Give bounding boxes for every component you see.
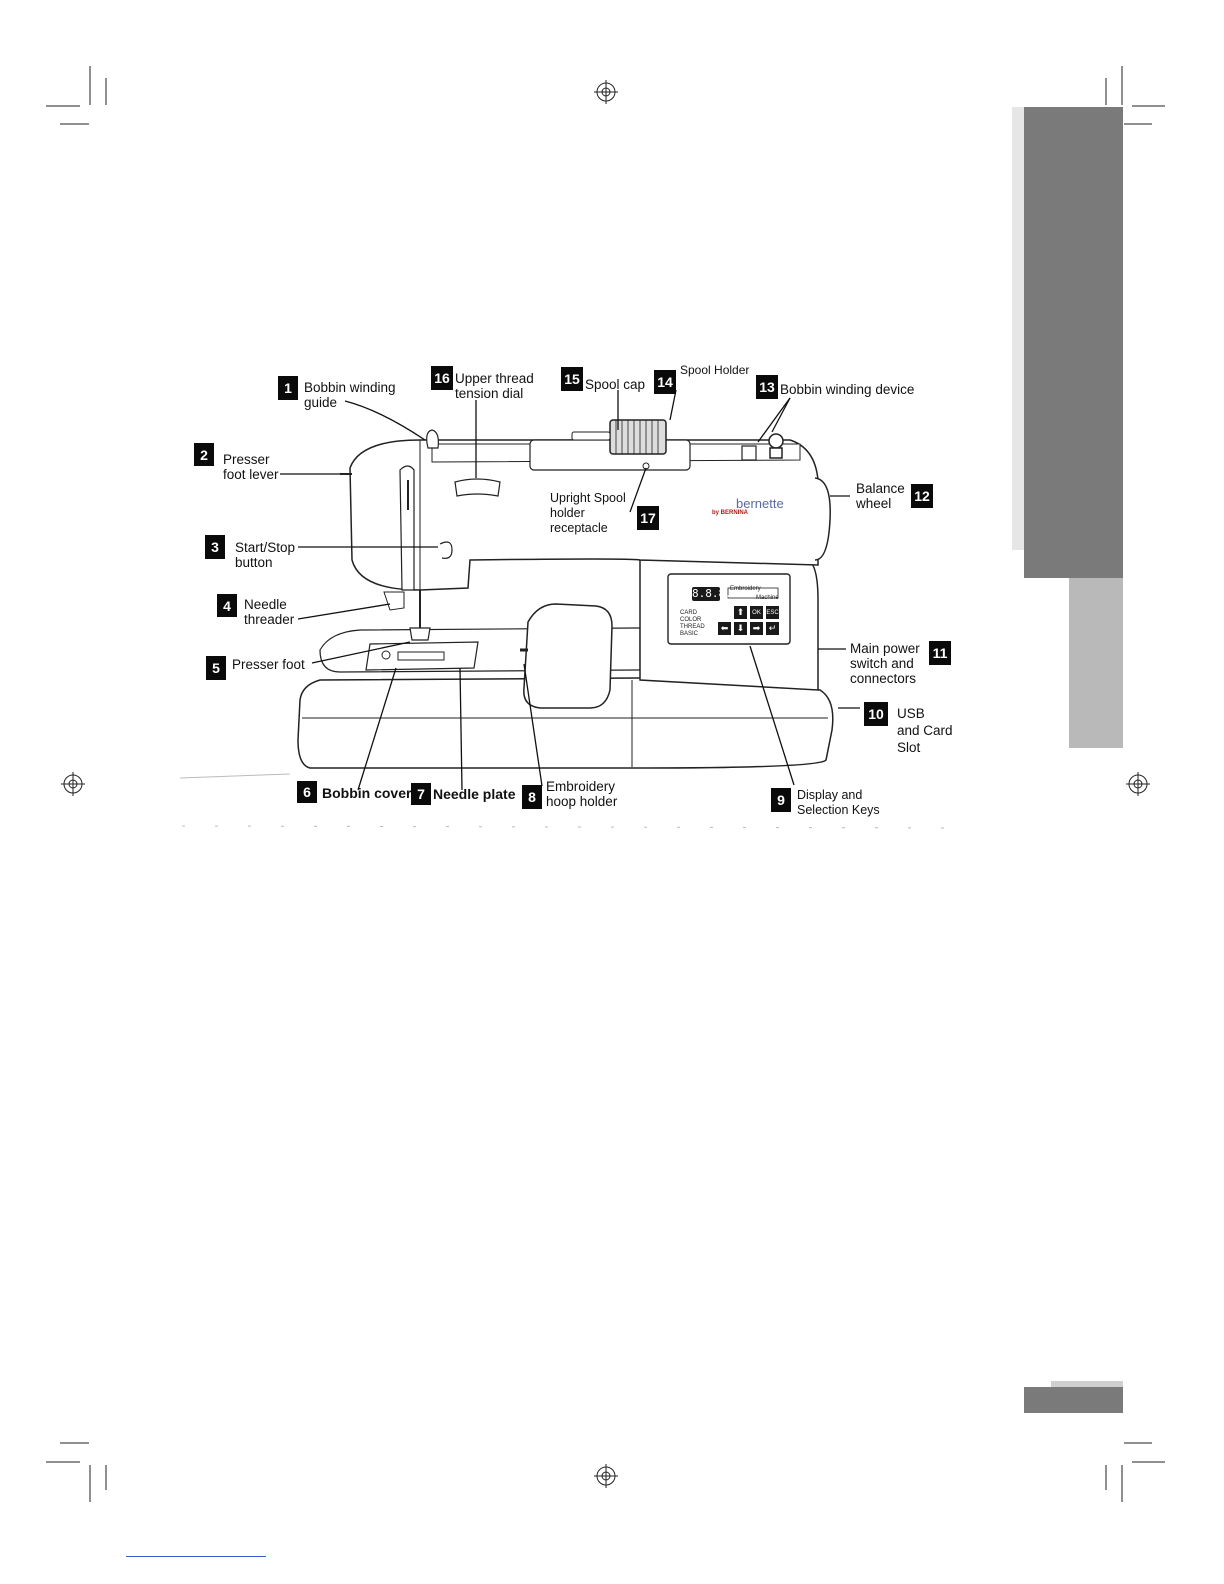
led-thread: THREAD xyxy=(680,624,705,630)
hoop-holder-drawing xyxy=(523,603,613,709)
brand-sub: by BERNINA xyxy=(712,510,749,516)
page-number-tab xyxy=(1024,1387,1123,1413)
footer-link-line xyxy=(126,1556,266,1557)
registration-mark-bottom xyxy=(594,1464,618,1488)
label-usb-card-slot: USB and Card Slot xyxy=(897,706,953,755)
side-tab-strip xyxy=(1012,107,1024,550)
tension-dial-drawing xyxy=(454,478,501,497)
key-right-icon[interactable]: ➡ xyxy=(750,622,763,635)
callout-17: 17 xyxy=(637,506,659,530)
callout-10: 10 xyxy=(864,702,888,726)
label-bobbin-cover: Bobbin cover xyxy=(322,785,412,801)
balance-wheel-drawing xyxy=(814,477,831,561)
label-display-selection-keys: Display and Selection Keys xyxy=(797,788,880,817)
key-ok[interactable]: OK xyxy=(750,606,763,619)
registration-mark-right xyxy=(1126,772,1150,796)
callout-15: 15 xyxy=(561,367,583,391)
callout-11: 11 xyxy=(929,641,951,665)
scan-smudges xyxy=(179,773,961,829)
page-number-tab-light xyxy=(1051,1381,1123,1387)
label-needle-threader: Needle threader xyxy=(244,597,295,627)
lcd-readout: 8.8.8. xyxy=(692,587,732,601)
brand-logo: bernette xyxy=(736,496,784,511)
key-enter-icon[interactable]: ↵ xyxy=(766,622,779,635)
key-left-icon[interactable]: ⬅ xyxy=(718,622,731,635)
callout-12: 12 xyxy=(911,484,933,508)
panel-subtitle: Machine xyxy=(756,595,779,601)
label-balance-wheel: Balance wheel xyxy=(856,481,905,511)
callout-5: 5 xyxy=(206,656,226,680)
panel-title: Embroidery xyxy=(730,586,761,592)
led-card: CARD xyxy=(680,610,698,616)
callout-7: 7 xyxy=(411,783,431,805)
leader-lines xyxy=(280,389,860,791)
callout-13: 13 xyxy=(756,375,778,399)
callout-16: 16 xyxy=(431,366,453,390)
callout-2: 2 xyxy=(194,443,214,466)
callout-6: 6 xyxy=(297,781,317,803)
callout-4: 4 xyxy=(217,594,237,617)
callout-8: 8 xyxy=(522,785,542,809)
side-tab-light xyxy=(1069,578,1123,748)
label-spool-holder: Spool Holder xyxy=(680,363,750,377)
key-up-icon[interactable]: ⬆ xyxy=(734,606,747,619)
label-bobbin-winding-device: Bobbin winding device xyxy=(780,382,915,397)
label-presser-foot-lever: Presser foot lever xyxy=(223,452,279,482)
machine-arm xyxy=(349,439,819,591)
side-tab-dark xyxy=(1024,107,1123,578)
label-start-stop-button: Start/Stop button xyxy=(235,540,296,570)
label-presser-foot: Presser foot xyxy=(232,657,305,672)
key-down-icon[interactable]: ⬇ xyxy=(734,622,747,635)
led-basic: BASIC xyxy=(680,631,699,637)
callout-1: 1 xyxy=(278,376,298,400)
label-bobbin-winding-guide: Bobbin winding guide xyxy=(304,380,396,410)
label-embroidery-hoop-holder: Embroidery hoop holder xyxy=(546,779,618,809)
key-esc[interactable]: ESC xyxy=(766,606,779,619)
label-upright-spool-receptacle: Upright Spool holder receptacle xyxy=(550,491,626,535)
label-main-power-switch: Main power switch and connectors xyxy=(850,641,920,686)
registration-mark-top xyxy=(594,80,618,104)
crop-marks xyxy=(46,66,1165,1502)
callout-14: 14 xyxy=(654,370,676,394)
label-spool-cap: Spool cap xyxy=(585,377,646,392)
registration-mark-left xyxy=(61,772,85,796)
callout-9: 9 xyxy=(771,788,791,812)
label-upper-thread-tension-dial: Upper thread tension dial xyxy=(455,371,534,401)
label-needle-plate: Needle plate xyxy=(433,786,516,802)
led-color: COLOR xyxy=(680,617,702,623)
callout-3: 3 xyxy=(205,535,225,559)
sewing-machine-drawing xyxy=(297,419,834,769)
